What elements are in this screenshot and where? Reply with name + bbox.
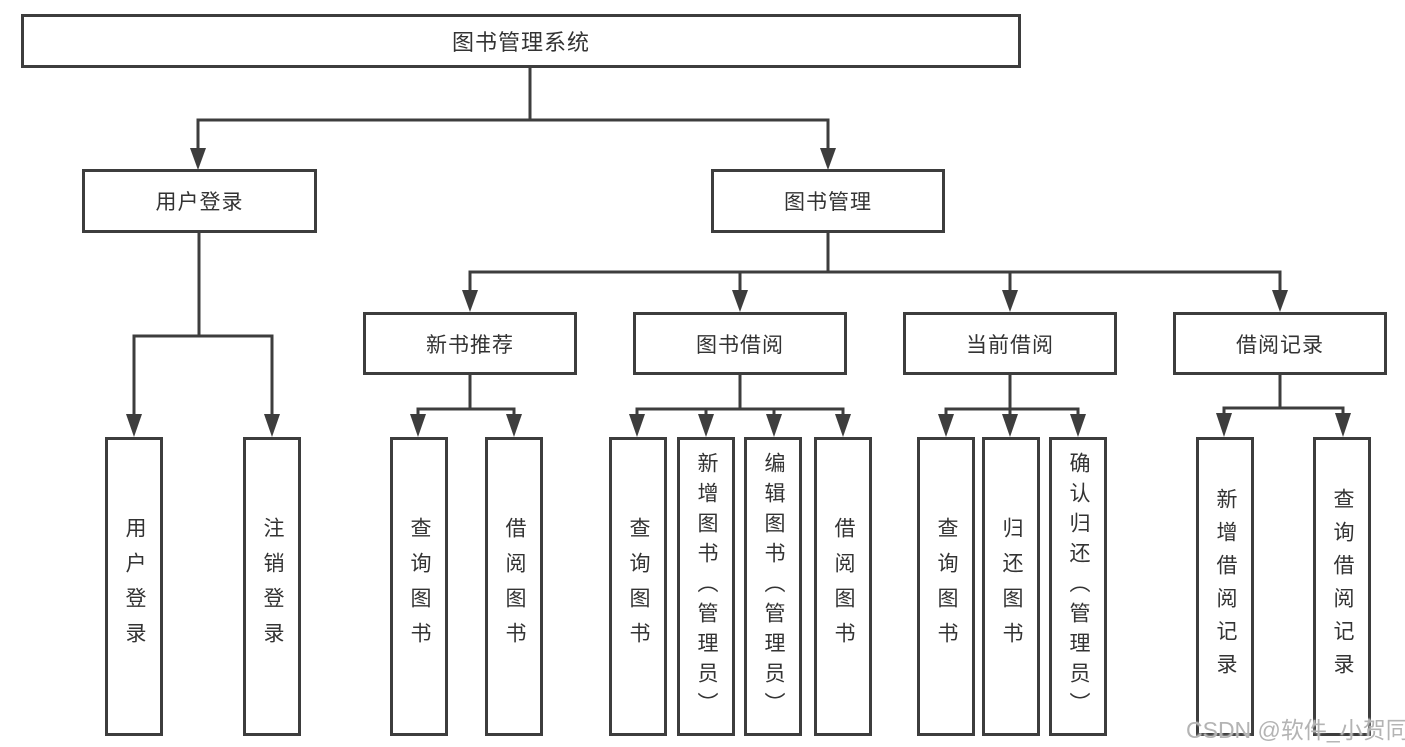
node-label: 图书借阅 [696,333,784,357]
node-label: 编辑图书（管理员） [762,451,785,722]
leaf-return-books: 归还图书 [982,437,1040,736]
node-new-book-recommend: 新书推荐 [363,312,577,375]
node-label: 图书管理 [784,191,872,214]
node-label: 查询图书 [935,516,958,657]
leaf-add-borrow-record: 新增借阅记录 [1196,437,1254,736]
node-user-login: 用户登录 [82,169,317,233]
node-label: 归还图书 [1000,516,1023,657]
node-library-system: 图书管理系统 [21,14,1021,68]
leaf-borrow-books: 借阅图书 [814,437,872,736]
node-label: 借阅图书 [503,516,526,657]
node-label: 用户登录 [123,516,146,657]
leaf-confirm-return-admin: 确认归还（管理员） [1049,437,1107,736]
node-label: 用户登录 [155,191,244,214]
node-book-management: 图书管理 [711,169,945,233]
leaf-add-books-admin: 新增图书（管理员） [677,437,735,736]
node-label: 查询借阅记录 [1331,487,1354,686]
leaf-query-books-recommend: 查询图书 [390,437,448,736]
node-label: 查询图书 [408,516,431,657]
node-current-borrow: 当前借阅 [903,312,1117,375]
leaf-query-borrow-record: 查询借阅记录 [1313,437,1371,736]
leaf-user-login: 用户登录 [105,437,163,736]
node-label: 图书管理系统 [451,30,590,55]
node-label: 新增图书（管理员） [695,451,718,722]
leaf-borrow-books-recommend: 借阅图书 [485,437,543,736]
node-label: 确认归还（管理员） [1067,451,1090,722]
node-label: 新增借阅记录 [1214,487,1237,686]
node-borrow-records: 借阅记录 [1173,312,1387,375]
leaf-edit-books-admin: 编辑图书（管理员） [744,437,802,736]
csdn-watermark: CSDN @软件_小贺同学 [1186,717,1405,743]
node-book-borrow: 图书借阅 [633,312,847,375]
node-label: 新书推荐 [426,333,514,357]
node-label: 借阅图书 [832,516,855,657]
node-label: 注销登录 [261,516,284,657]
node-label: 借阅记录 [1236,333,1324,357]
node-label: 查询图书 [627,516,650,657]
leaf-logout: 注销登录 [243,437,301,736]
node-label: 当前借阅 [966,333,1054,357]
leaf-query-books-current: 查询图书 [917,437,975,736]
leaf-query-books-borrow: 查询图书 [609,437,667,736]
